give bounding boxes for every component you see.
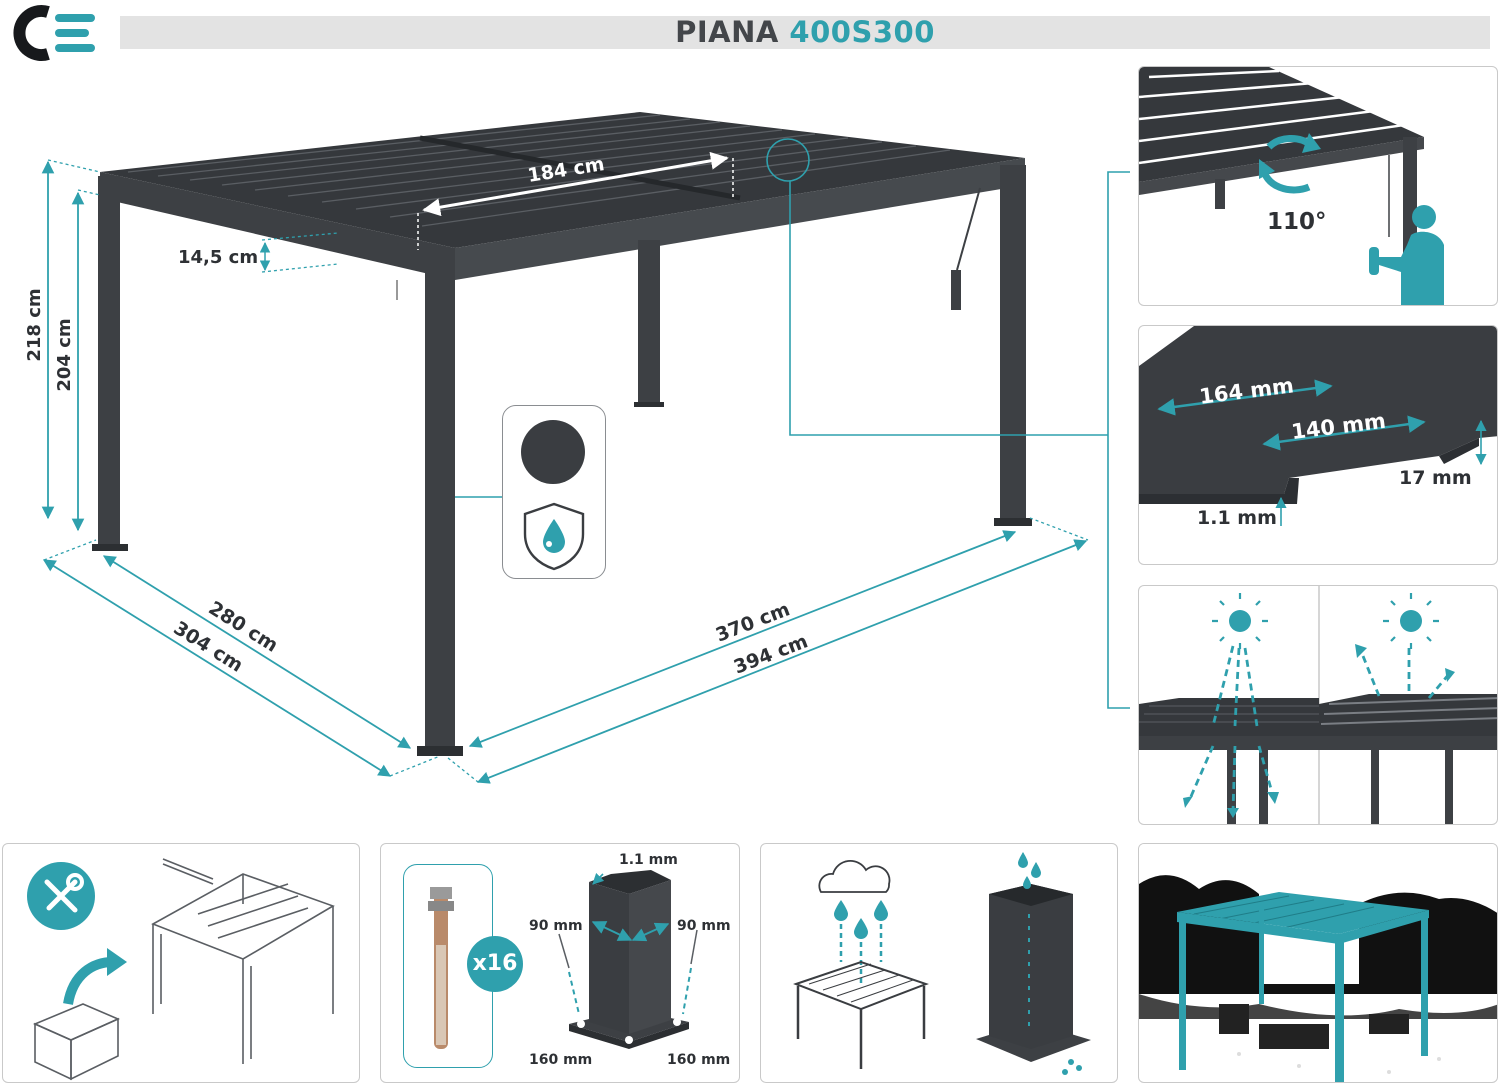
rotation-detail-panel: 110° [1138,66,1498,306]
anchor-count-badge: x16 [467,936,523,992]
title-bar: PIANA 400S300 [120,16,1490,49]
finish-box [502,405,606,579]
dim-base-left: 160 mm [529,1052,592,1068]
sun-icon [1212,593,1268,649]
cloud-icon [818,860,891,893]
louver-profile-panel: 164 mm 140 mm 17 mm 1.1 mm [1138,325,1498,565]
waterproof-shield-icon [523,502,585,571]
model-code: 400S300 [789,15,935,49]
sunlight-panel [1138,585,1498,825]
color-swatch-icon [521,420,585,484]
dim-post-side-left: 90 mm [529,918,583,934]
raindrop-icon [834,900,888,939]
main-pergola-diagram: 184 cm 14,5 cm 218 cm 204 cm 280 cm 304 … [0,60,1138,800]
dim-base-right: 160 mm [667,1052,730,1068]
dim-post-side-right: 90 mm [677,918,731,934]
assembly-panel [2,843,360,1083]
dim-louver-thickness: 1.1 mm [1197,507,1277,529]
brand-logo [0,2,100,64]
page-title: PIANA 400S300 [120,16,1490,49]
person-crank-icon [1369,205,1444,305]
dim-height-inner: 204 cm [54,318,75,391]
dim-post-thickness: 1.1 mm [619,852,678,868]
lifestyle-photo-panel [1138,843,1498,1083]
anchor-post-panel: x16 1.1 mm 90 mm 90 mm 160 mm 160 mm [380,843,740,1083]
rotation-angle: 110° [1267,209,1327,235]
dim-beam-height: 14,5 cm [178,247,258,268]
rain-drainage-panel [760,843,1118,1083]
light-ray-arrows-icon [1187,645,1451,812]
dim-height-outer: 218 cm [24,288,45,361]
tools-icon [27,862,95,930]
anchor-count: x16 [472,951,518,976]
dim-louver-height: 17 mm [1399,467,1472,489]
model-prefix: PIANA [675,15,779,49]
